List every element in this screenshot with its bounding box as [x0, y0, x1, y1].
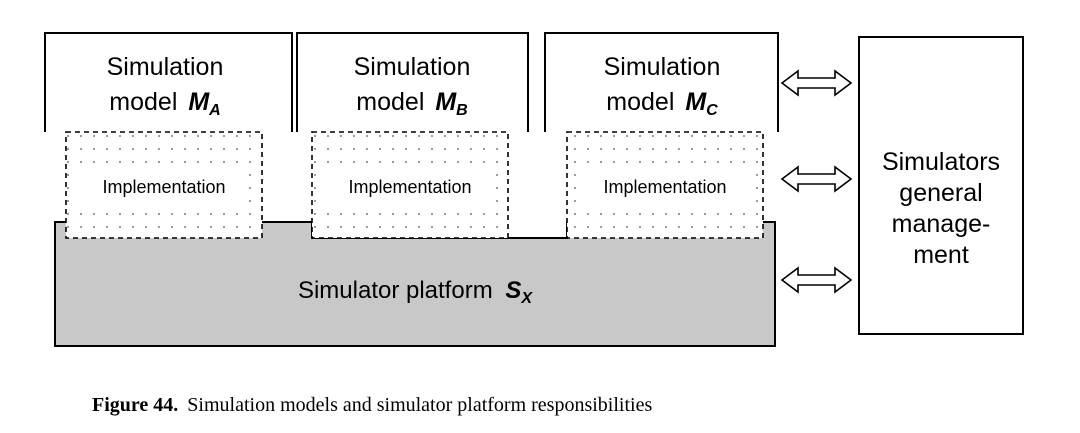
management-box: [858, 36, 1024, 335]
management-line-3: manage-: [892, 210, 991, 238]
model-c-line2: model MC: [606, 88, 718, 119]
implementation-b-label: Implementation: [348, 177, 471, 197]
double-arrow-icon: [780, 165, 853, 193]
simulation-model-c: Simulation model MC: [544, 32, 779, 132]
implementation-c-label: Implementation: [603, 177, 726, 197]
model-a-box: [44, 32, 293, 132]
model-a-line2: model MA: [109, 88, 220, 119]
implementation-b-border: [311, 131, 509, 239]
implementation-b-label-bg: [326, 172, 494, 202]
implementation-b: Implementation: [311, 131, 509, 239]
simulators-general-management: Simulators general manage- ment: [858, 36, 1024, 335]
management-line-4: ment: [913, 241, 969, 269]
model-c-box: [544, 32, 779, 132]
simulation-model-b: Simulation model MB: [296, 32, 529, 132]
model-b-line1: Simulation: [354, 53, 471, 81]
management-line-2: general: [899, 179, 982, 207]
figure-number: Figure 44.: [92, 394, 178, 416]
simulator-platform: Simulator platform SX: [54, 221, 776, 347]
figure-caption: Figure 44. Simulation models and simulat…: [92, 394, 652, 416]
figure-caption-text: Simulation models and simulator platform…: [187, 394, 652, 416]
double-arrow-icon: [780, 266, 853, 294]
double-arrow-icon: [780, 69, 853, 97]
simulation-model-a: Simulation model MA: [44, 32, 293, 132]
management-line-1: Simulators: [882, 148, 1000, 176]
implementation-c: Implementation: [566, 131, 764, 239]
implementation-a: Implementation: [65, 131, 263, 239]
implementation-c-label-bg: [581, 172, 749, 202]
model-a-line1: Simulation: [107, 53, 224, 81]
model-c-line1: Simulation: [604, 53, 721, 81]
implementation-a-label: Implementation: [102, 177, 225, 197]
model-b-line2: model MB: [356, 88, 467, 119]
implementation-a-label-bg: [80, 172, 248, 202]
implementation-c-border: [566, 131, 764, 239]
platform-label: Simulator platform SX: [298, 277, 533, 307]
model-b-box: [296, 32, 529, 132]
implementation-a-border: [65, 131, 263, 239]
